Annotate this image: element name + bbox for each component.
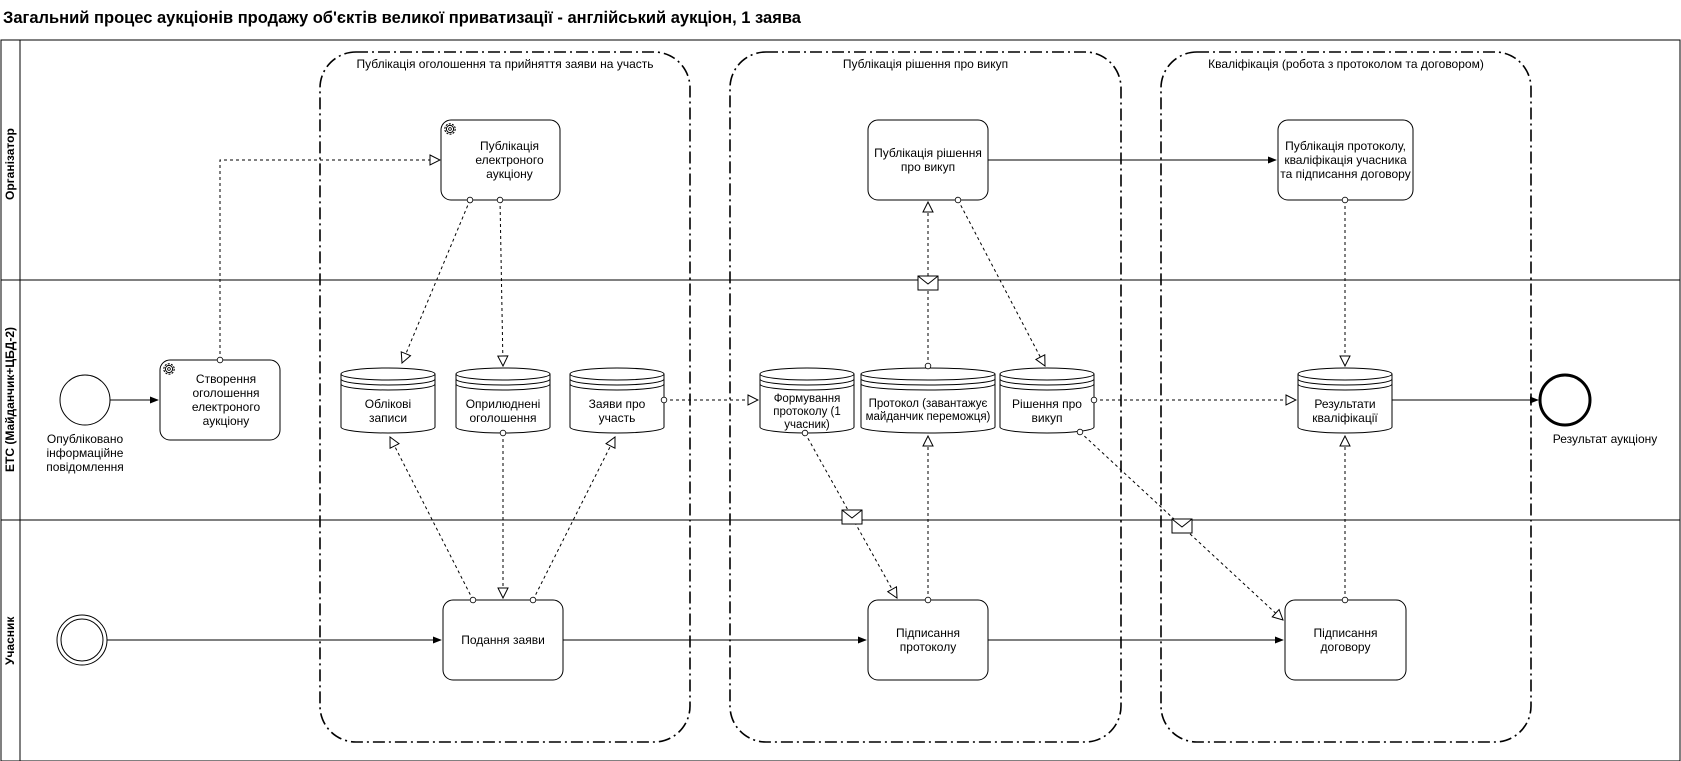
group-label-qualification: Кваліфікація (робота з протоколом та дог… bbox=[1208, 57, 1484, 71]
task-label-publish-protocol: Публікація протоколу, кваліфікація учасн… bbox=[1280, 139, 1411, 181]
start-event-participant bbox=[56, 614, 108, 666]
start-event-published bbox=[59, 374, 111, 426]
task-label-publish-auction: Публікація електроного аукціону bbox=[475, 139, 544, 181]
page-title: Загальний процес аукціонів продажу об'єк… bbox=[3, 9, 801, 27]
datastore-label-qualification-results: Результати кваліфікації bbox=[1312, 397, 1378, 425]
envelope-icon bbox=[841, 509, 863, 525]
data-stores bbox=[340, 367, 1393, 434]
group-label-buyout: Публікація рішення про викуп bbox=[842, 57, 1009, 71]
datastore-applications bbox=[569, 367, 665, 434]
task-label-publish-decision: Публікація рішення про викуп bbox=[874, 146, 982, 174]
lane-label-participant: Учасник bbox=[3, 616, 17, 665]
task-label-create-announcement: Створення оголошення електроного аукціон… bbox=[191, 372, 261, 428]
lane-label-organizer: Організатор bbox=[3, 128, 17, 200]
datastore-label-protocol-upload: Протокол (завантажує майданчик переможця… bbox=[865, 398, 991, 423]
datastore-label-protocol-forming: Формування протоколу (1 учасник) bbox=[773, 392, 841, 431]
lane-label-ets: ЕТС (Майданчик+ЦБД-2) bbox=[3, 326, 17, 472]
datastore-buyout-decision bbox=[999, 367, 1095, 434]
sequence-flows bbox=[107, 156, 1539, 644]
envelope-icon bbox=[1171, 518, 1193, 534]
datastore-label-accounts: Облікові записи bbox=[364, 397, 412, 425]
group-label-publication: Публікація оголошення та прийняття заяви… bbox=[356, 57, 654, 71]
event-label-end-result: Результат аукціону bbox=[1552, 432, 1658, 446]
end-event-result bbox=[1538, 373, 1592, 427]
tasks bbox=[159, 119, 1414, 681]
datastore-protocol-upload bbox=[860, 367, 996, 434]
event-label-start-published: Опубліковано інформаційне повідомлення bbox=[46, 432, 124, 474]
datastore-label-applications: Заяви про участь bbox=[588, 397, 646, 425]
datastore-label-published: Оприлюднені оголошення bbox=[465, 397, 541, 425]
task-label-sign-protocol: Підписання протоколу bbox=[896, 626, 960, 654]
datastore-label-buyout-decision: Рішення про викуп bbox=[1012, 397, 1082, 425]
events bbox=[56, 373, 1592, 666]
task-label-submit-application: Подання заяви bbox=[461, 633, 545, 647]
datastore-qualification-results bbox=[1297, 367, 1393, 434]
datastore-accounts bbox=[340, 367, 436, 434]
envelope-icon bbox=[917, 275, 939, 291]
task-label-sign-contract: Підписання договору bbox=[1313, 626, 1378, 654]
